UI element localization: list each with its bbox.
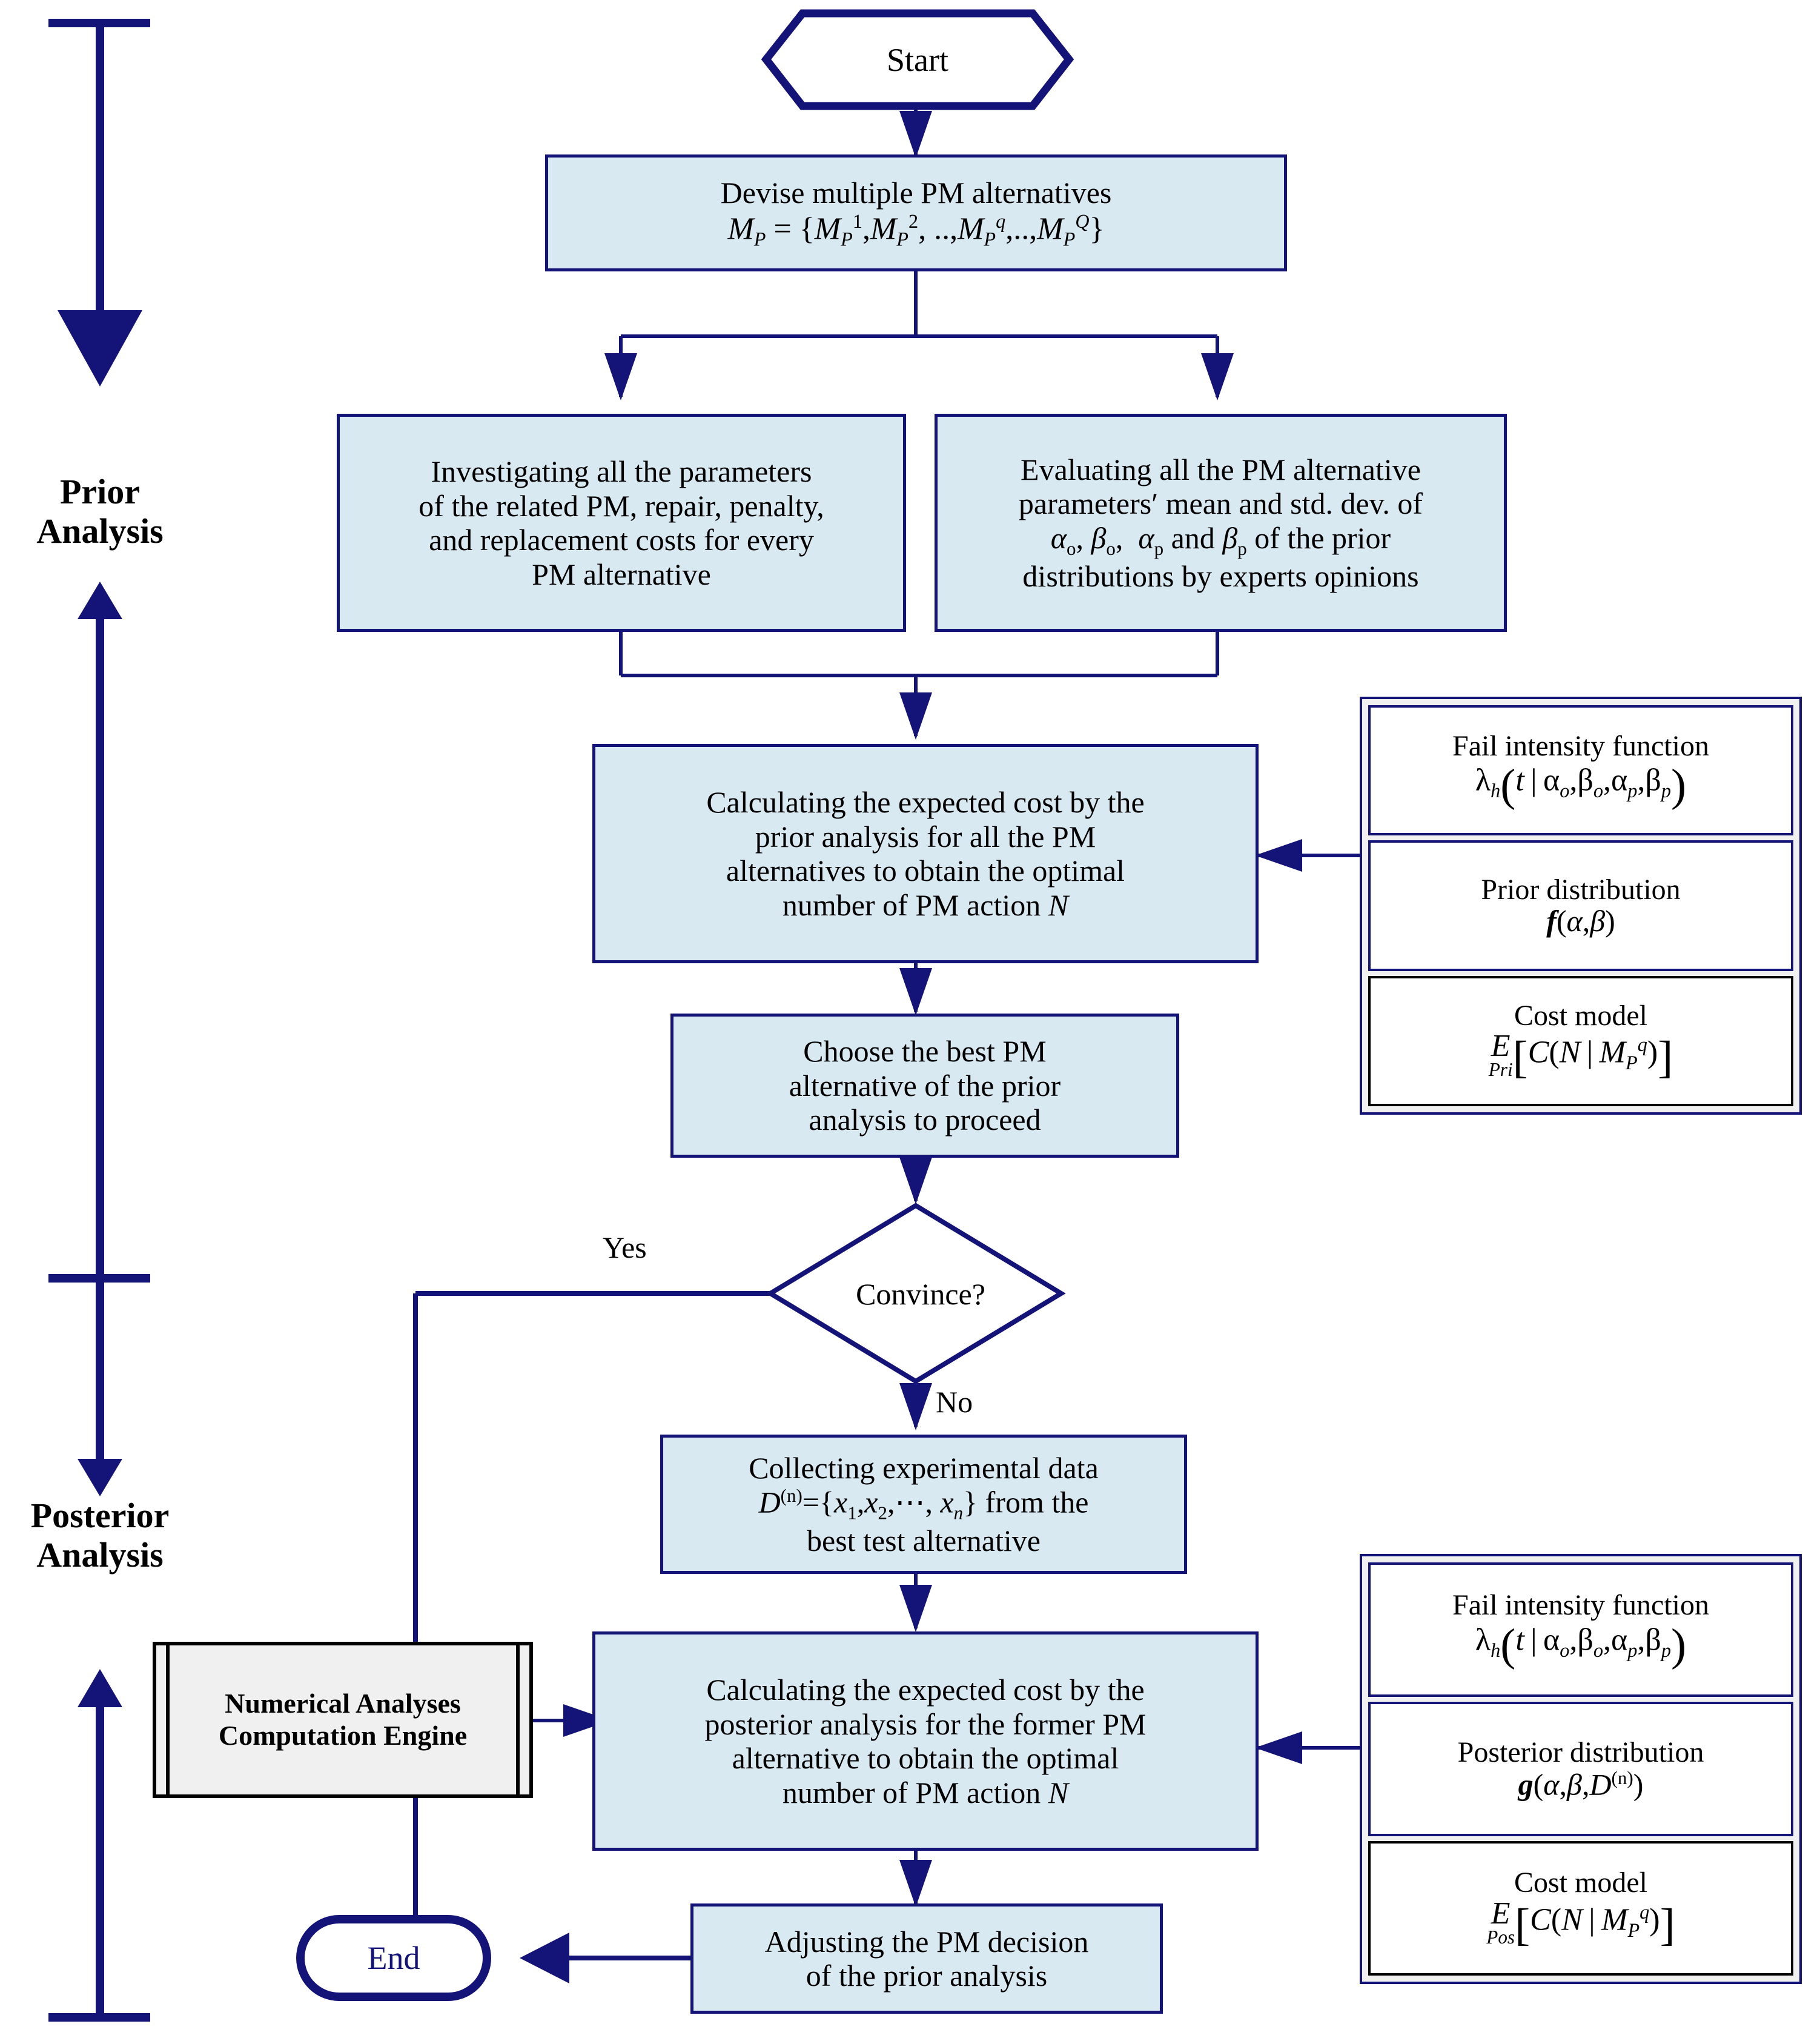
posterior-phase-bracket xyxy=(48,1278,150,2022)
collect-line3: best test alternative xyxy=(807,1523,1041,1558)
collect-line1: Collecting experimental data xyxy=(749,1450,1099,1485)
choose-line1: Choose the best PM xyxy=(803,1034,1047,1069)
prior-fail-formula: λh(t | αo,βo,αp,βp) xyxy=(1475,760,1687,811)
devise-line1: Devise multiple PM alternatives xyxy=(720,176,1112,210)
adjust-line2: of the prior analysis xyxy=(806,1959,1048,1993)
end-terminator-shape xyxy=(296,1915,491,2001)
posterior-dist-formula: g(α,β,D(n)) xyxy=(1518,1767,1644,1802)
node-collect-experimental-data[interactable]: Collecting experimental data D(n)={x1,x2… xyxy=(660,1435,1187,1574)
start-hexagon-shape xyxy=(761,9,1074,110)
node-evaluate-parameters[interactable]: Evaluating all the PM alternative parame… xyxy=(935,414,1507,632)
prior-dist-title: Prior distribution xyxy=(1481,873,1681,906)
engine-label: Numerical Analyses Computation Engine xyxy=(170,1645,516,1794)
prior-fail-title: Fail intensity function xyxy=(1452,729,1709,762)
choose-line3: analysis to proceed xyxy=(809,1103,1041,1137)
evaluate-line2: parameters′ mean and std. dev. of xyxy=(1018,486,1423,521)
node-investigate-parameters[interactable]: Investigating all the parameters of the … xyxy=(337,414,906,632)
end-node-label: End xyxy=(367,1940,420,1976)
node-calc-posterior-cost[interactable]: Calculating the expected cost by the pos… xyxy=(592,1631,1259,1851)
evaluate-line3: αo, βo, αp and βp of the prior xyxy=(1050,520,1391,559)
prior-cost-title: Cost model xyxy=(1514,999,1647,1032)
edge-label-yes: Yes xyxy=(603,1230,647,1264)
prior-model-panel: Fail intensity function λh(t | αo,βo,αp,… xyxy=(1360,697,1802,1115)
evaluate-line4: distributions by experts opinions xyxy=(1022,559,1419,593)
start-node-label: Start xyxy=(887,41,948,78)
evaluate-line1: Evaluating all the PM alternative xyxy=(1021,452,1421,486)
node-adjust-decision[interactable]: Adjusting the PM decision of the prior a… xyxy=(690,1903,1163,2014)
calc-post-line4: number of PM action N xyxy=(782,1775,1069,1810)
adjust-line1: Adjusting the PM decision xyxy=(764,1924,1089,1959)
calc-post-line3: alternative to obtain the optimal xyxy=(732,1741,1119,1775)
posterior-fail-formula: λh(t | αo,βo,αp,βp) xyxy=(1475,1619,1687,1670)
engine-line2: Computation Engine xyxy=(218,1720,468,1751)
engine-right-bar xyxy=(516,1645,529,1794)
node-choose-best-alternative[interactable]: Choose the best PM alternative of the pr… xyxy=(670,1014,1179,1158)
phase-label-posterior: Posterior Analysis xyxy=(30,1496,170,1575)
investigate-line4: PM alternative xyxy=(532,557,711,591)
prior-phase-bracket xyxy=(48,19,150,1283)
engine-left-bar xyxy=(156,1645,170,1794)
node-calc-prior-cost[interactable]: Calculating the expected cost by the pri… xyxy=(592,744,1259,963)
calc-prior-line3: alternatives to obtain the optimal xyxy=(726,854,1125,888)
node-devise-alternatives[interactable]: Devise multiple PM alternatives MP = {MP… xyxy=(545,154,1287,271)
engine-line1: Numerical Analyses xyxy=(225,1688,461,1719)
prior-fail-intensity-cell: Fail intensity function λh(t | αo,βo,αp,… xyxy=(1368,705,1793,836)
calc-prior-line1: Calculating the expected cost by the xyxy=(706,785,1145,819)
convince-decision-label: Convince? xyxy=(856,1277,985,1311)
investigate-line2: of the related PM, repair, penalty, xyxy=(419,488,824,523)
posterior-dist-title: Posterior distribution xyxy=(1457,1736,1704,1769)
edge-label-no: No xyxy=(936,1385,973,1419)
calc-prior-line4: number of PM action N xyxy=(782,888,1069,922)
investigate-line1: Investigating all the parameters xyxy=(431,454,812,488)
devise-formula: MP = {MP1,MP2, ..,MPq,..,MPQ} xyxy=(727,210,1105,250)
posterior-fail-title: Fail intensity function xyxy=(1452,1589,1709,1622)
investigate-line3: and replacement costs for every xyxy=(429,523,814,557)
posterior-fail-intensity-cell: Fail intensity function λh(t | αo,βo,αp,… xyxy=(1368,1562,1793,1697)
posterior-distribution-cell: Posterior distribution g(α,β,D(n)) xyxy=(1368,1702,1793,1836)
choose-line2: alternative of the prior xyxy=(789,1068,1061,1103)
prior-dist-formula: f(α,β) xyxy=(1546,903,1615,938)
calc-prior-line2: prior analysis for all the PM xyxy=(755,819,1096,854)
calc-post-line2: posterior analysis for the former PM xyxy=(704,1707,1147,1741)
prior-distribution-cell: Prior distribution f(α,β) xyxy=(1368,840,1793,971)
collect-formula: D(n)={x1,x2,⋯, xn} from the xyxy=(758,1485,1089,1524)
node-computation-engine[interactable]: Numerical Analyses Computation Engine xyxy=(153,1642,533,1798)
calc-post-line1: Calculating the expected cost by the xyxy=(706,1673,1145,1707)
phase-label-prior: Prior Analysis xyxy=(36,472,164,551)
posterior-cost-title: Cost model xyxy=(1514,1867,1647,1899)
posterior-model-panel: Fail intensity function λh(t | αo,βo,αp,… xyxy=(1360,1554,1802,1984)
